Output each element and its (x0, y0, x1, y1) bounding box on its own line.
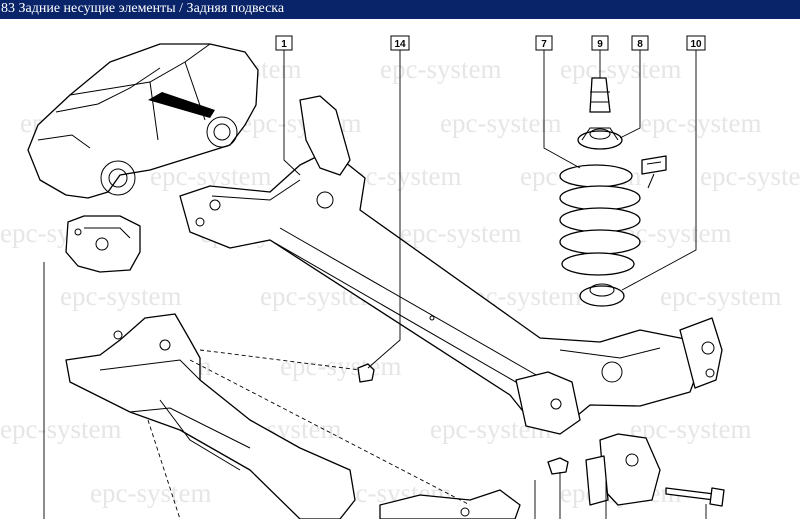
svg-text:10: 10 (690, 39, 702, 50)
vehicle-thumbnail (27, 43, 259, 199)
callout-1: 1 (275, 35, 293, 51)
watermark: epc-system (280, 351, 401, 381)
parts-diagram: epc-system epc-system epc-system epc-sys… (0, 19, 800, 520)
rear-axle-beam (179, 95, 723, 435)
watermark: epc-system (560, 54, 681, 84)
watermark: epc-system (630, 414, 751, 444)
callout-7: 7 (535, 35, 553, 51)
svg-text:8: 8 (637, 39, 643, 50)
note-symbol (641, 155, 667, 189)
rear-axle-highlight (148, 92, 215, 118)
svg-text:9: 9 (597, 39, 603, 50)
fastener-14 (357, 363, 375, 383)
callout-10: 10 (686, 35, 706, 51)
watermark: epc-system (700, 161, 800, 191)
bolt-part (665, 487, 725, 507)
watermark: epc-system (440, 108, 561, 138)
diagram-svg: epc-system epc-system epc-system epc-sys… (0, 35, 800, 520)
watermark: epc-system (90, 478, 211, 508)
lower-cross-member (65, 313, 521, 520)
watermark: epc-system (400, 218, 521, 248)
watermark: epc-system (660, 281, 781, 311)
leader-lines (43, 50, 707, 520)
watermark: epc-system (60, 281, 181, 311)
callout-8: 8 (631, 35, 649, 51)
window-title-bar: 83 Задние несущие элементы / Задняя подв… (0, 0, 800, 19)
window-title: 83 Задние несущие элементы / Задняя подв… (1, 1, 285, 16)
svg-text:7: 7 (541, 39, 547, 50)
nut-part (547, 457, 569, 475)
watermark: epc-system (380, 54, 501, 84)
bump-stop (589, 77, 611, 113)
svg-text:1: 1 (281, 39, 287, 50)
right-lower-bracket (585, 433, 661, 506)
callout-9: 9 (591, 35, 609, 51)
spring-lower-seat (579, 283, 625, 307)
spring-upper-seat (577, 127, 623, 150)
watermark: epc-system (0, 414, 121, 444)
svg-text:14: 14 (394, 39, 406, 50)
callout-14: 14 (390, 35, 410, 51)
watermark: epc-system (640, 108, 761, 138)
left-mount-bracket (65, 215, 141, 273)
coil-spring (559, 164, 641, 276)
